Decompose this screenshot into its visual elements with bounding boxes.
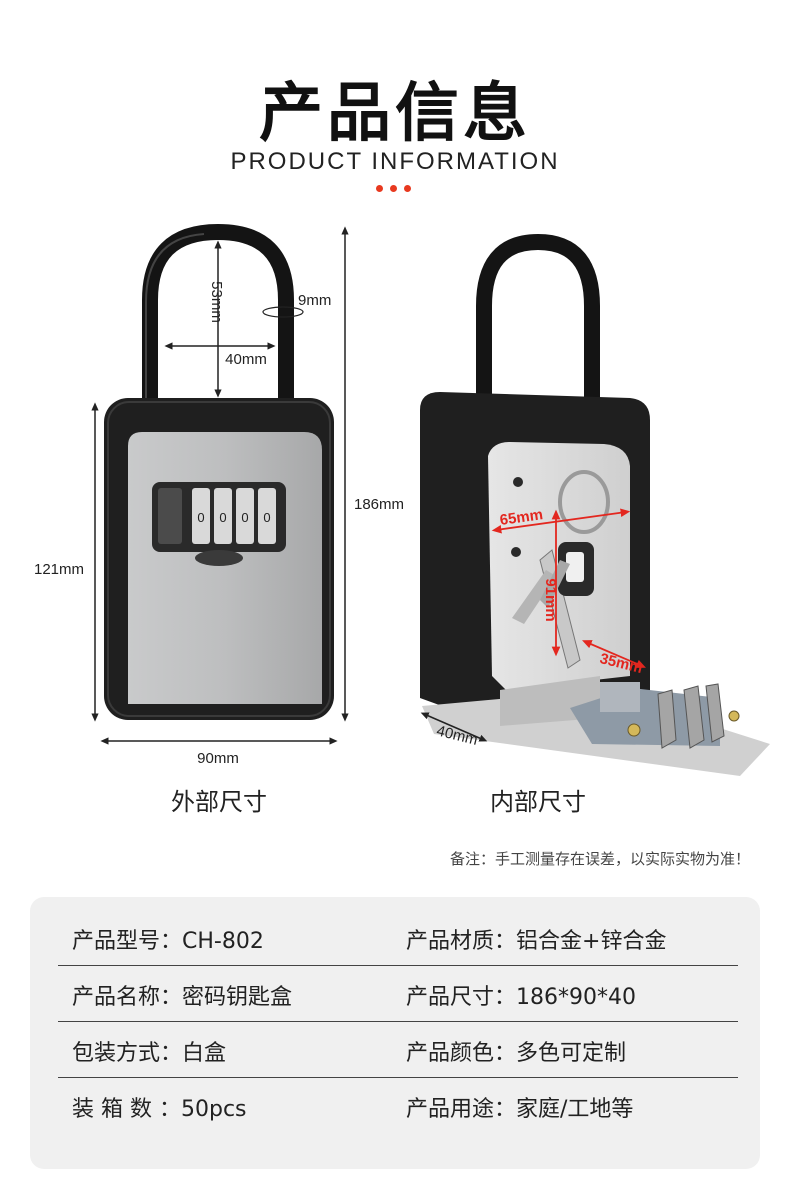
outer-lock: 0 0 0 0	[104, 223, 334, 720]
spec-key: 产品名称：	[72, 985, 183, 1010]
spec-row: 产品型号：CH-802 产品材质：铝合金+锌合金	[58, 909, 738, 966]
inner-shackle	[476, 233, 600, 414]
spec-row: 装 箱 数 ：50pcs 产品用途：家庭/工地等	[58, 1077, 738, 1133]
spec-value: 50pcs	[180, 1097, 247, 1122]
accent-dots	[376, 185, 416, 195]
spec-value: 白盒	[182, 1041, 227, 1066]
spec-row: 包装方式：白盒 产品颜色：多色可定制	[58, 1021, 738, 1078]
inner-width-label: 65mm	[499, 506, 544, 529]
spec-value: 铝合金+锌合金	[516, 929, 667, 954]
outer-front-panel	[128, 432, 322, 704]
spec-key: 产品尺寸：	[406, 985, 517, 1010]
inner-height-label: 91mm	[542, 578, 559, 621]
spec-row: 产品名称：密码钥匙盒 产品尺寸：186*90*40	[58, 965, 738, 1022]
inner-lock	[420, 233, 770, 776]
shackle-height-label: 53mm	[208, 281, 225, 323]
spec-key: 产品材质：	[406, 929, 517, 954]
outer-dimensions: 53mm 9mm 40mm 186mm 121mm 90mm	[34, 226, 404, 767]
page-title: 产品信息	[259, 77, 531, 151]
outer-shackle	[142, 223, 294, 418]
spec-key: 包装方式：	[72, 1041, 183, 1066]
width-label: 90mm	[197, 750, 239, 767]
caption-inner-size: 内部尺寸	[490, 788, 586, 816]
caption-outer-size: 外部尺寸	[171, 788, 267, 816]
svg-text:0: 0	[263, 510, 270, 525]
spec-key: 装 箱 数 ：	[72, 1097, 181, 1122]
svg-text:0: 0	[197, 510, 204, 525]
spec-value: 多色可定制	[516, 1041, 627, 1066]
body-height-label: 121mm	[34, 561, 84, 578]
spec-value: 186*90*40	[516, 985, 636, 1010]
shackle-width-label: 40mm	[225, 351, 267, 368]
spec-key: 产品型号：	[72, 929, 183, 954]
measurement-note: 备注：手工测量存在误差，以实际实物为准！	[449, 850, 750, 868]
spec-table: 产品型号：CH-802 产品材质：铝合金+锌合金 产品名称：密码钥匙盒 产品尺寸…	[30, 897, 760, 1169]
page-subtitle: PRODUCT INFORMATION	[230, 148, 560, 175]
spec-key: 产品用途：	[406, 1097, 517, 1122]
shackle-diameter-label: 9mm	[298, 292, 331, 309]
spec-value: 密码钥匙盒	[182, 985, 293, 1010]
total-height-label: 186mm	[354, 496, 404, 513]
svg-text:0: 0	[219, 510, 226, 525]
svg-text:0: 0	[241, 510, 248, 525]
combination-dial-icon: 0 0 0 0	[192, 488, 276, 544]
spec-key: 产品颜色：	[406, 1041, 517, 1066]
spec-value: 家庭/工地等	[516, 1097, 634, 1122]
product-figure: 0 0 0 0 53mm 9mm 40mm 186mm 121mm 90mm	[34, 223, 770, 776]
spec-value: CH-802	[182, 929, 264, 954]
